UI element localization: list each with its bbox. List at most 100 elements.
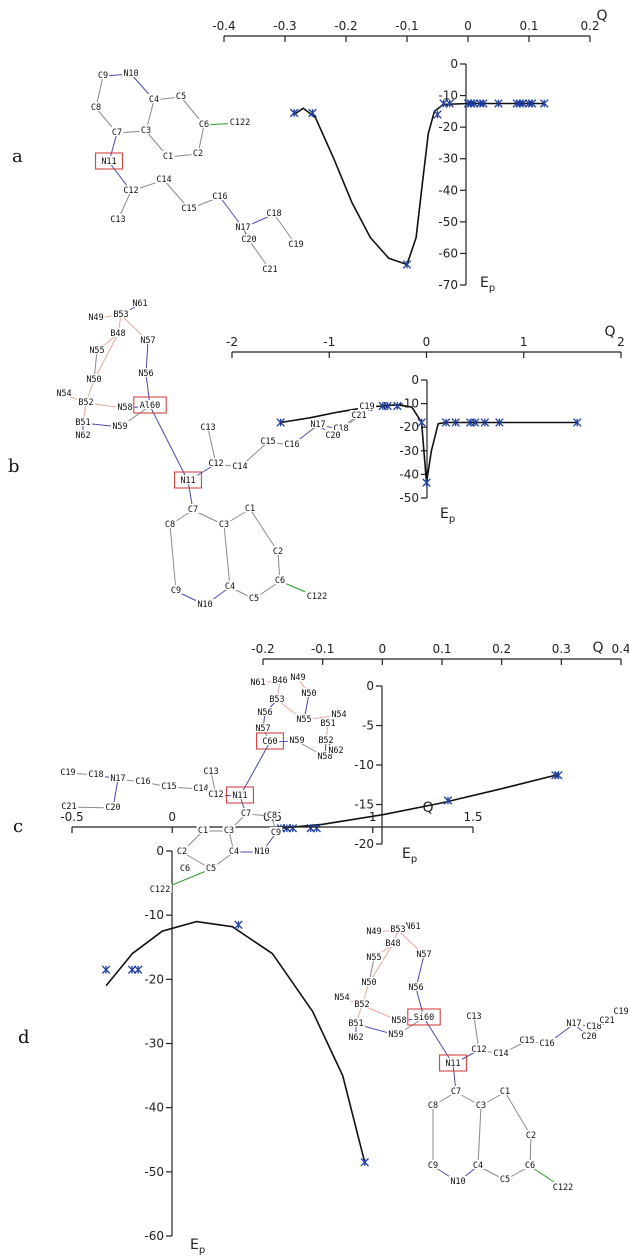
atom-label-bg [551, 1182, 575, 1191]
y-axis-title-sub: p [411, 854, 417, 865]
atom-label: N59 [289, 736, 304, 746]
atom-n11: N11 [174, 471, 202, 489]
y-axis-title-sub: p [199, 1245, 205, 1256]
atom-c18: C18 [584, 1021, 604, 1032]
atom-c5: C5 [247, 593, 261, 604]
data-point [439, 99, 448, 108]
data-point [288, 823, 298, 833]
atom-label-bg [288, 672, 308, 681]
atom-label-bg [318, 718, 338, 727]
atom-label: N11 [445, 1059, 460, 1069]
atom-b51: B51 [318, 718, 338, 729]
data-point [402, 260, 412, 269]
atom-c13: C13 [108, 214, 128, 225]
data-point [133, 965, 143, 974]
atom-c12: C12 [469, 1044, 489, 1055]
y-tick-label: -10 [354, 758, 374, 772]
atom-label: N11 [101, 157, 116, 167]
atom-label-bg [597, 1015, 617, 1024]
atom-label: N59 [112, 422, 127, 432]
atom-label-bg [73, 430, 93, 439]
highlight-box [439, 1054, 467, 1072]
data-point [127, 965, 137, 974]
atom-c12: C12 [121, 185, 141, 196]
atom-c5: C5 [498, 1174, 512, 1185]
atom-n58: N58 [115, 402, 135, 413]
atom-n58: N58 [389, 1015, 409, 1026]
atom-c21: C21 [597, 1015, 617, 1026]
atom-n61: N61 [403, 921, 423, 932]
atom-label-bg [210, 191, 230, 200]
atom-label-bg [323, 430, 343, 439]
atom-label: C12 [471, 1045, 486, 1055]
atom-label-bg [474, 1100, 488, 1109]
y-tick-label: -20 [399, 420, 419, 434]
atom-label-bg [227, 846, 241, 855]
x-axis-title: Q [604, 324, 615, 340]
atom-c3: C3 [217, 519, 231, 530]
atom-c12: C12 [206, 789, 226, 800]
atom-label: C18 [266, 209, 281, 219]
atom-label: N58 [391, 1016, 406, 1026]
data-point [360, 1157, 369, 1167]
atom-label: B53 [390, 925, 405, 935]
atom-label-bg [294, 714, 314, 723]
atom-c15: C15 [517, 1035, 537, 1046]
data-point [101, 965, 111, 974]
atom-c9: C9 [96, 70, 110, 81]
atom-label: C13 [203, 767, 218, 777]
atom-label: N10 [197, 600, 212, 610]
atom-c18: C18 [264, 208, 284, 219]
atom-n61: N61 [130, 298, 150, 309]
y-tick-label: -30 [438, 152, 458, 166]
atom-n62: N62 [326, 745, 346, 756]
atom-label: C13 [110, 215, 125, 225]
atom-label: C20 [241, 235, 256, 245]
x-axis-title: Q [596, 8, 607, 24]
atom-label: N58 [117, 403, 132, 413]
atom-label-bg [163, 519, 177, 528]
atom-n17: N17 [564, 1018, 584, 1029]
atom-label: N11 [180, 476, 195, 486]
atom-label: B51 [348, 1019, 363, 1029]
data-point [451, 418, 460, 427]
atom-c16: C16 [210, 191, 230, 202]
atom-label-bg [253, 723, 273, 732]
atom-label-bg [412, 1012, 436, 1021]
atom-label-bg [133, 776, 153, 785]
atom-label-bg [299, 688, 319, 697]
atom-label: C14 [493, 1049, 508, 1059]
x-tick-label: -1 [323, 335, 335, 349]
atom-c4: C4 [223, 581, 237, 592]
atom-label: C60 [262, 737, 277, 747]
atom-label-bg [359, 977, 379, 986]
atom-label: N62 [328, 746, 343, 756]
atom-c14: C14 [191, 783, 211, 794]
x-tick-label: 1 [520, 335, 528, 349]
atom-label-bg [270, 675, 290, 684]
atom-b52: B52 [316, 735, 336, 746]
atom-label-bg [230, 790, 250, 799]
atom-label: C15 [260, 437, 275, 447]
atom-c122: C122 [305, 591, 329, 602]
y-axis-title-main: E [480, 275, 489, 291]
y-tick-label: -30 [144, 1037, 164, 1051]
atom-label-bg [524, 1130, 538, 1139]
atom-n59: N59 [287, 735, 307, 746]
atom-c18: C18 [331, 423, 351, 434]
atom-label-bg [260, 264, 280, 273]
atom-label: N49 [290, 673, 305, 683]
data-point [312, 823, 321, 833]
atom-label-bg [352, 999, 372, 1008]
atom-label: C7 [188, 505, 198, 515]
atom-n11: N11 [95, 152, 123, 170]
atom-c19: C19 [611, 1006, 629, 1017]
atom-label: N54 [334, 993, 349, 1003]
atom-b53: B53 [388, 924, 408, 935]
atom-label: B48 [385, 939, 400, 949]
atom-label: C19 [60, 768, 75, 778]
atom-label: N10 [450, 1177, 465, 1187]
atom-label-bg [426, 1100, 440, 1109]
atom-label-bg [108, 214, 128, 223]
